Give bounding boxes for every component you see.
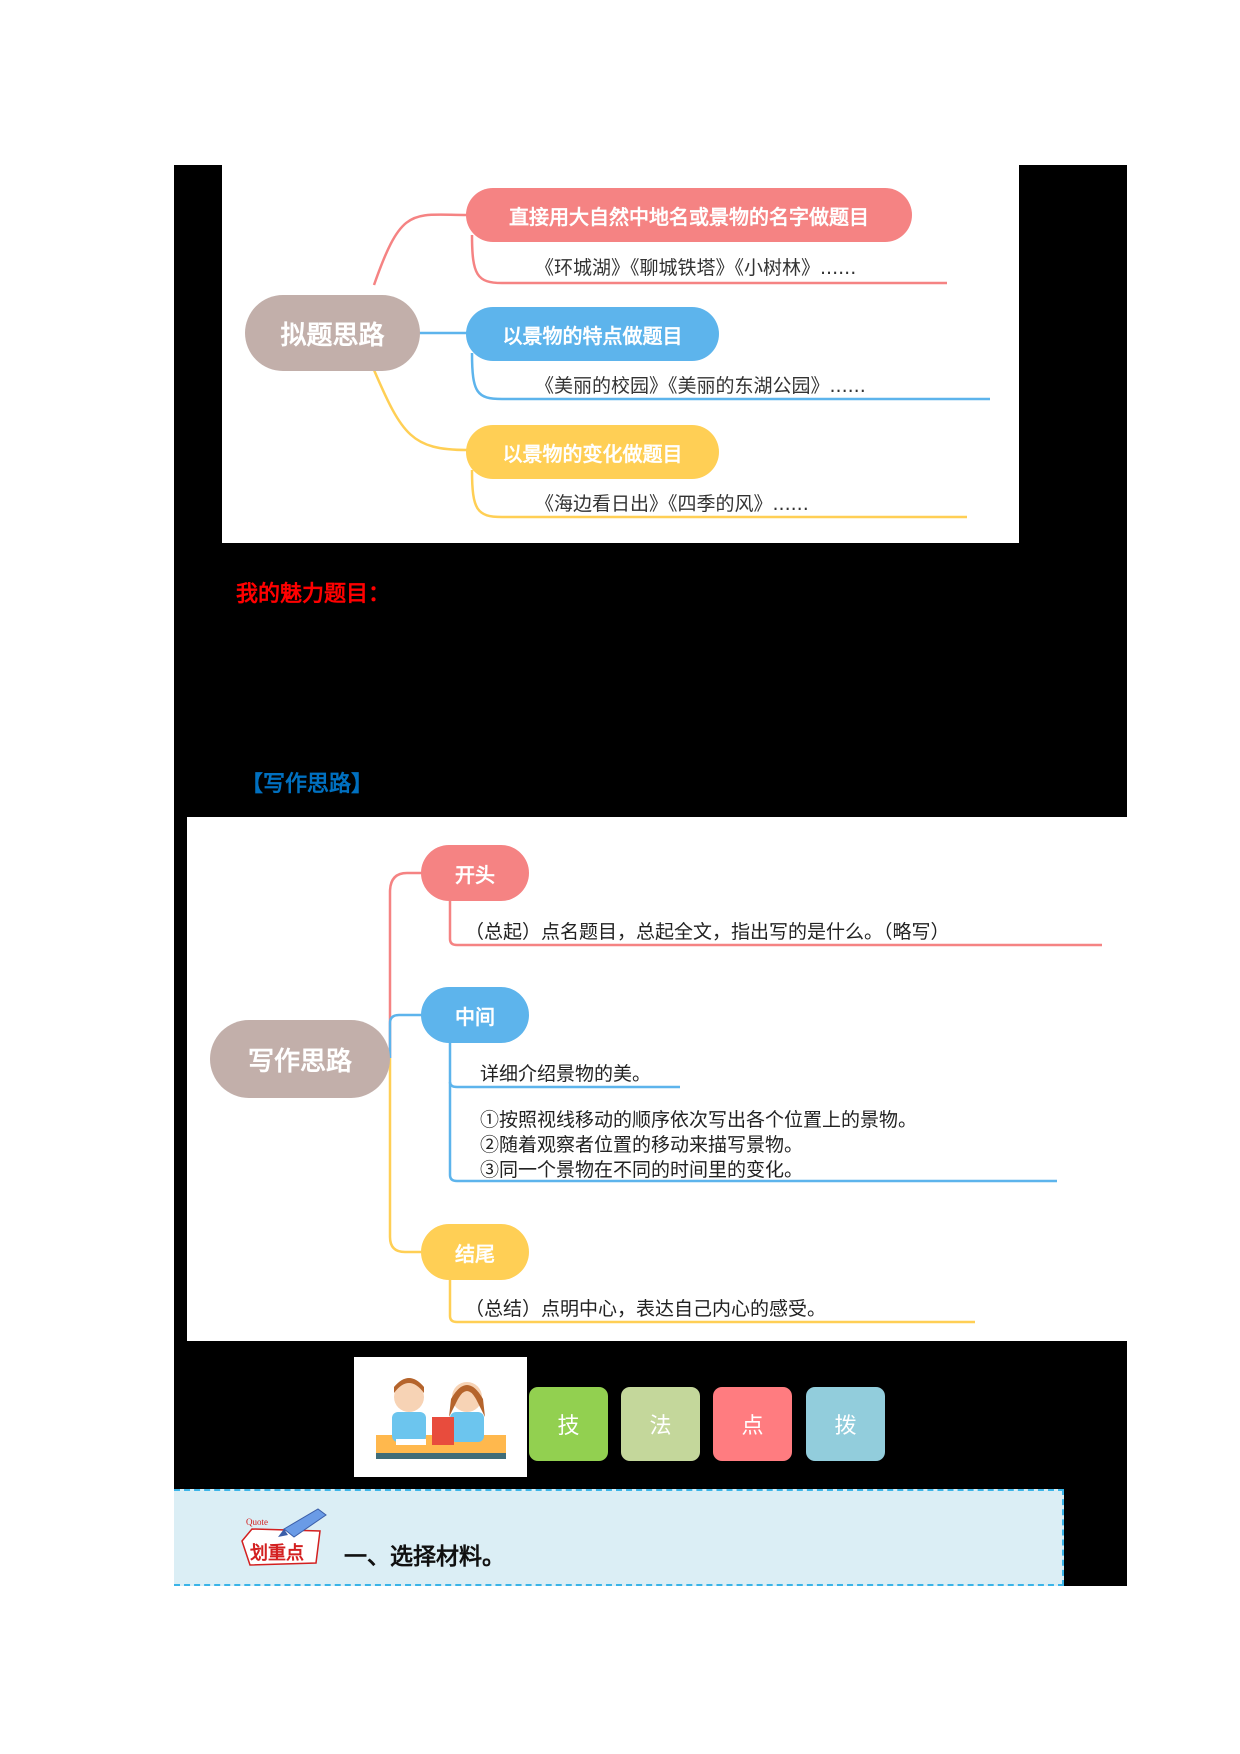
students-icon (376, 1378, 506, 1459)
key-point-badge-text: 划重点 (250, 1543, 304, 1564)
title-mindmap: 拟题思路 直接用大自然中地名或景物的名字做题目 《环城湖》《聊城铁塔》《小树林》… (222, 165, 1019, 543)
tip-tile-ji: 技 (529, 1387, 608, 1461)
writing-leaf-middle-4: ③同一个景物在不同的时间里的变化。 (480, 1159, 804, 1181)
mindmap-leaf-3: 《海边看日出》《四季的风》...... (535, 493, 809, 515)
writing-leaf-opening: （总起）点名题目，总起全文，指出写的是什么。（略写） (465, 921, 950, 943)
writing-leaf-middle-2: ①按照视线移动的顺序依次写出各个位置上的景物。 (480, 1109, 918, 1131)
my-title-input-area[interactable] (236, 610, 1096, 740)
writing-leaf-middle-3: ②随着观察者位置的移动来描写景物。 (480, 1134, 804, 1156)
key-point-heading: 一、选择材料。 (344, 1544, 505, 1570)
tip-tile-dian: 点 (713, 1387, 792, 1461)
highlighter-pen-icon: Quote (241, 1508, 327, 1566)
writing-branch-ending: 结尾 (421, 1224, 529, 1280)
mindmap-branch-2: 以景物的特点做题目 (466, 307, 719, 361)
writing-mindmap: 写作思路 开头 （总起）点名题目，总起全文，指出写的是什么。（略写） 中间 详细… (187, 817, 1127, 1341)
key-point-badge: Quote 划重点 (238, 1505, 334, 1573)
svg-text:Quote: Quote (246, 1517, 268, 1527)
writing-root: 写作思路 (210, 1020, 390, 1098)
mindmap-connectors (372, 213, 990, 519)
writing-leaf-ending: （总结）点明中心，表达自己内心的感受。 (465, 1298, 827, 1320)
writing-mindmap-connectors (377, 871, 1102, 1324)
my-title-label: 我的魅力题目： (236, 581, 391, 607)
writing-branch-opening: 开头 (421, 845, 529, 901)
mindmap-branch-1: 直接用大自然中地名或景物的名字做题目 (466, 188, 912, 242)
tip-tile-bo: 拨 (806, 1387, 885, 1461)
students-reading-illustration (354, 1357, 527, 1477)
writing-leaf-middle-1: 详细介绍景物的美。 (480, 1063, 652, 1085)
mindmap-leaf-1: 《环城湖》《聊城铁塔》《小树林》...... (535, 257, 857, 279)
writing-heading: 【写作思路】 (241, 771, 374, 797)
tip-tile-fa: 法 (621, 1387, 700, 1461)
mindmap-leaf-2: 《美丽的校园》《美丽的东湖公园》...... (535, 375, 866, 397)
key-point-box: Quote 划重点 一、选择材料。 (174, 1489, 1064, 1586)
mindmap-branch-3: 以景物的变化做题目 (466, 425, 719, 479)
mindmap-root: 拟题思路 (245, 295, 420, 371)
writing-branch-middle: 中间 (421, 987, 529, 1043)
